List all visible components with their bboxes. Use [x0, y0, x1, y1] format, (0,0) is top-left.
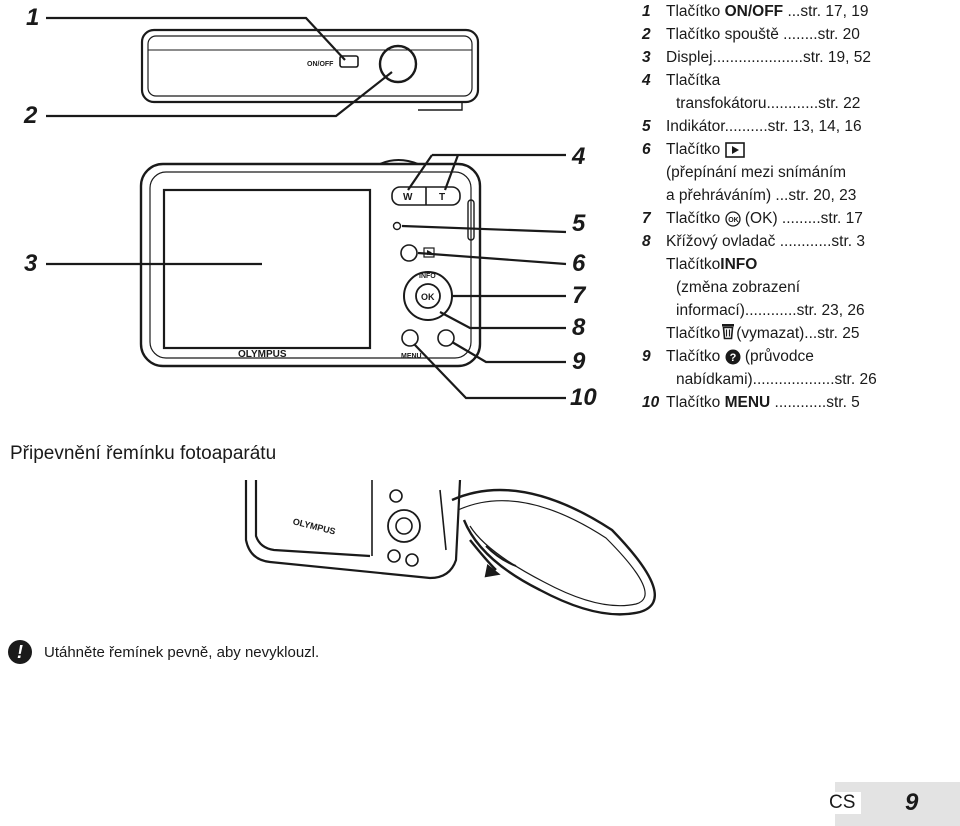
trash-icon [722, 324, 735, 340]
playback-icon [724, 142, 745, 158]
callout-6: 6 [572, 250, 586, 277]
warning-icon: ! [8, 640, 32, 664]
callout-8: 8 [572, 314, 586, 341]
legend-text: Tlačítko [666, 325, 721, 342]
legend-item-2: 2 Tlačítko spouště ........str. 20 [642, 23, 958, 46]
svg-text:?: ? [729, 352, 736, 364]
legend-num: 8 [642, 233, 651, 250]
legend-num: 10 [642, 394, 660, 411]
page-number: 9 [905, 789, 919, 816]
callout-3: 3 [24, 250, 38, 277]
legend-item-3: 3 Displej.....................str. 19, 5… [642, 46, 958, 69]
ok-icon: OK [724, 211, 741, 227]
legend-bold: ON/OFF [724, 3, 784, 20]
legend-item-6-cont2: a přehráváním) ...str. 20, 23 [666, 187, 857, 204]
language-code: CS [823, 792, 862, 814]
legend-text: Tlačítko [666, 394, 725, 411]
strap-illustration [244, 479, 656, 616]
legend-item-8a-cont2: informací)............str. 23, 26 [676, 302, 865, 319]
legend-num: 4 [642, 72, 651, 89]
legend-item-8b: Tlačítko (vymazat)...str. 25 [642, 322, 958, 345]
legend-item-6: 6 Tlačítko [642, 138, 958, 161]
zoom-t-label: T [439, 192, 445, 203]
legend-item-8a-cont1: (změna zobrazení [676, 279, 801, 296]
camera-top-view [140, 28, 480, 111]
legend-num: 9 [642, 348, 651, 365]
legend-text: Křížový ovladač ............str. 3 [666, 233, 865, 250]
legend-item-4: 4 Tlačítka [642, 69, 958, 92]
legend-text: Tlačítko [666, 256, 721, 273]
legend-num: 1 [642, 3, 651, 20]
zoom-w-label: W [403, 192, 413, 203]
callout-9: 9 [572, 348, 586, 375]
callout-2: 2 [24, 102, 38, 129]
legend-text: Tlačítko [666, 141, 725, 158]
legend-num: 3 [642, 49, 651, 66]
legend-item-9: 9 Tlačítko ? (průvodce [642, 345, 958, 368]
help-icon: ? [725, 349, 741, 365]
strap-brand-label: OLYMPUS [292, 516, 337, 536]
on-off-label: ON/OFF [307, 61, 334, 68]
callout-1: 1 [26, 4, 40, 31]
legend-text: Tlačítko [666, 210, 725, 227]
callout-lines [46, 16, 567, 400]
legend-num: 6 [642, 141, 651, 158]
section-title: Připevnění řemínku fotoaparátu [10, 443, 277, 464]
legend-text: Displej.....................str. 19, 52 [666, 49, 872, 66]
callout-4: 4 [572, 143, 586, 170]
legend-item-6-cont1: (přepínání mezi snímáním [666, 164, 847, 181]
legend-item-9-cont: nabídkami)...................str. 26 [676, 371, 877, 388]
brand-label: OLYMPUS [238, 349, 287, 360]
legend-page-ref: ...str. 17, 19 [783, 3, 869, 20]
legend-bold: MENU [724, 394, 771, 411]
legend-item-10: 10 Tlačítko MENU ............str. 5 [642, 391, 958, 414]
page-footer: CS 9 [823, 782, 960, 826]
legend-item-8: 8 Křížový ovladač ............str. 3 [642, 230, 958, 253]
warning-note: ! Utáhněte řemínek pevně, aby nevyklouzl… [8, 640, 319, 664]
callout-5: 5 [572, 210, 586, 237]
legend-page-ref: ............str. 5 [770, 394, 860, 411]
legend-text: Tlačítko spouště ........str. 20 [666, 26, 860, 43]
svg-text:OK: OK [728, 217, 739, 224]
legend-item-4-cont: transfokátoru............str. 22 [676, 95, 861, 112]
legend-item-7: 7 Tlačítko OK (OK) .........str. 17 [642, 207, 958, 230]
info-label: INFO [419, 273, 436, 280]
legend-page-ref: (OK) .........str. 17 [740, 210, 863, 227]
callout-10: 10 [570, 384, 597, 411]
legend-text: Tlačítko [666, 3, 725, 20]
legend-item-5: 5 Indikátor..........str. 13, 14, 16 [642, 115, 958, 138]
legend-text: Tlačítka [666, 72, 721, 89]
legend-num: 5 [642, 118, 651, 135]
legend-num: 7 [642, 210, 651, 227]
legend-text: Tlačítko [666, 348, 725, 365]
legend-page-ref: (vymazat)...str. 25 [736, 325, 860, 342]
legend-num: 2 [642, 26, 651, 43]
legend-text: (průvodce [740, 348, 814, 365]
parts-legend: 1 Tlačítko ON/OFF ...str. 17, 19 2 Tlačí… [642, 0, 958, 414]
warning-text: Utáhněte řemínek pevně, aby nevyklouzl. [44, 643, 320, 661]
legend-item-1: 1 Tlačítko ON/OFF ...str. 17, 19 [642, 0, 958, 23]
legend-text: Indikátor..........str. 13, 14, 16 [666, 118, 862, 135]
callout-7: 7 [572, 282, 586, 309]
menu-label: MENU [401, 353, 422, 360]
legend-item-8a: Tlačítko INFO [642, 253, 958, 276]
ok-label: OK [421, 292, 435, 302]
legend-bold: INFO [720, 256, 758, 273]
